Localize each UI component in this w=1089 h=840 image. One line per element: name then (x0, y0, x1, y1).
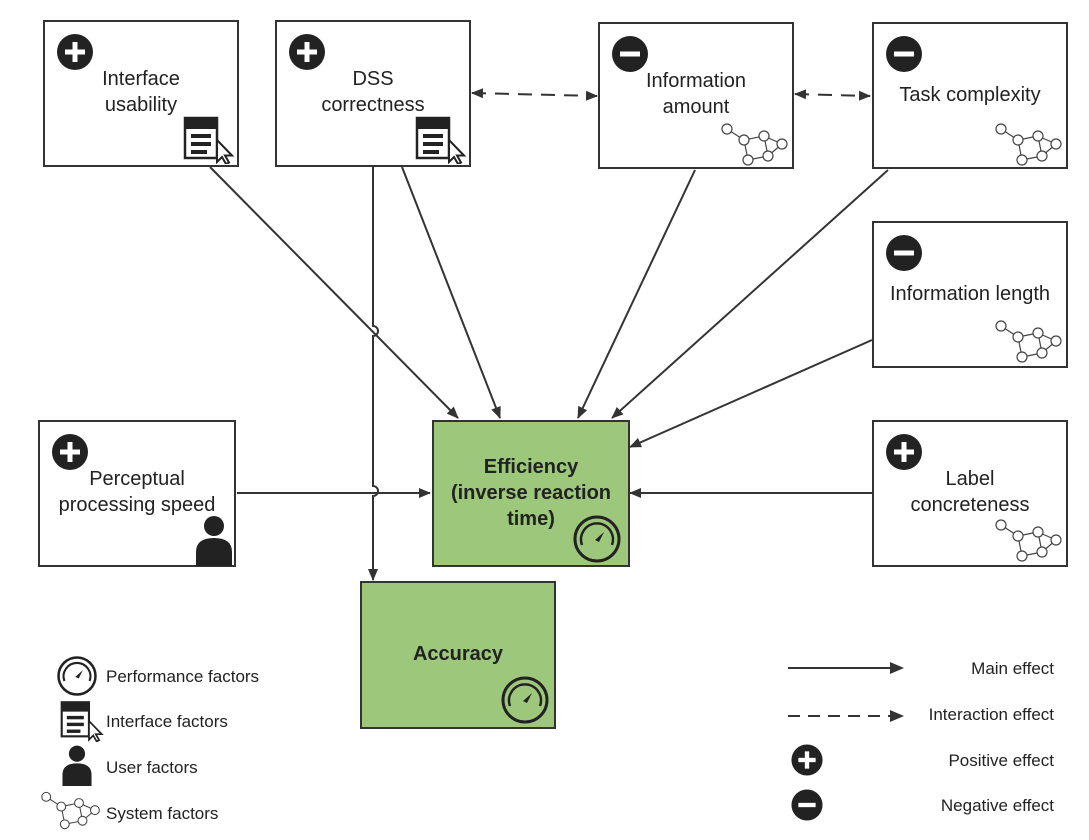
interaction-dss-information-amount (471, 88, 598, 101)
plus-icon (57, 34, 93, 70)
minus-icon (886, 235, 922, 271)
arrow-information-amount-to-efficiency (577, 169, 696, 419)
network-graph-icon (995, 519, 1062, 562)
arrow-information-length-to-efficiency (629, 339, 873, 448)
legend-label-main-effect: Main effect (971, 659, 1054, 678)
minus-icon (791, 789, 823, 821)
factor-information-amount: Information amount (598, 22, 794, 169)
dashed-arrow-icon (788, 710, 904, 722)
factor-information-length: Information length (872, 221, 1068, 368)
outcome-accuracy: Accuracy (360, 581, 556, 729)
plus-icon (886, 434, 922, 470)
legend-label-system: System factors (106, 804, 219, 823)
form-cursor-icon (183, 116, 235, 164)
legend-label-interaction-effect: Interaction effect (928, 705, 1054, 724)
solid-arrow-icon (788, 662, 904, 674)
factor-label: Information length (889, 283, 1051, 305)
factor-label: DSS correctness (321, 68, 425, 116)
legend-label-performance: Performance factors (106, 667, 260, 686)
factor-label: Task complexity (899, 84, 1041, 106)
minus-icon (886, 36, 922, 72)
factor-label: Perceptual processing speed (58, 468, 216, 516)
factor-task-complexity: Task complexity (872, 22, 1068, 169)
person-icon (196, 516, 232, 566)
legend-label-interface: Interface factors (106, 712, 228, 731)
outcome-efficiency: Efficiency (inverse reaction time) (432, 420, 630, 567)
arrow-task-complexity-to-efficiency (611, 169, 889, 419)
factor-label-concreteness: Label concreteness (872, 420, 1068, 567)
plus-icon (52, 434, 88, 470)
legend-label-positive-effect: Positive effect (948, 751, 1054, 770)
minus-icon (612, 36, 648, 72)
factor-dss-correctness: DSS correctness (275, 20, 471, 167)
network-graph-icon (995, 123, 1062, 166)
legend-label-user: User factors (106, 758, 198, 777)
gauge-icon (573, 515, 621, 563)
factor-label: Interface usability (102, 68, 180, 116)
outcome-label: Accuracy (412, 643, 504, 665)
factor-interface-usability: Interface usability (43, 20, 239, 167)
plus-icon (791, 744, 823, 776)
legend-label-negative-effect: Negative effect (940, 796, 1054, 815)
interaction-information-amount-task (794, 89, 871, 101)
person-icon (62, 745, 92, 786)
gauge-icon (501, 676, 549, 724)
plus-icon (289, 34, 325, 70)
arrow-dss-correctness-to-efficiency (401, 166, 501, 419)
network-graph-icon (995, 320, 1062, 363)
gauge-icon (57, 656, 97, 696)
network-graph-icon (41, 791, 100, 830)
factor-label: Label concreteness (910, 468, 1030, 516)
form-cursor-icon (60, 701, 104, 742)
factor-label: Information amount (645, 70, 747, 118)
outcome-label: Efficiency (inverse reaction time) (450, 456, 612, 530)
network-graph-icon (721, 123, 788, 166)
factor-perceptual-processing-speed: Perceptual processing speed (38, 420, 236, 567)
arrow-interface-usability-to-efficiency (209, 166, 459, 419)
form-cursor-icon (415, 116, 467, 164)
arrow-dss-correctness-to-accuracy (368, 165, 379, 581)
